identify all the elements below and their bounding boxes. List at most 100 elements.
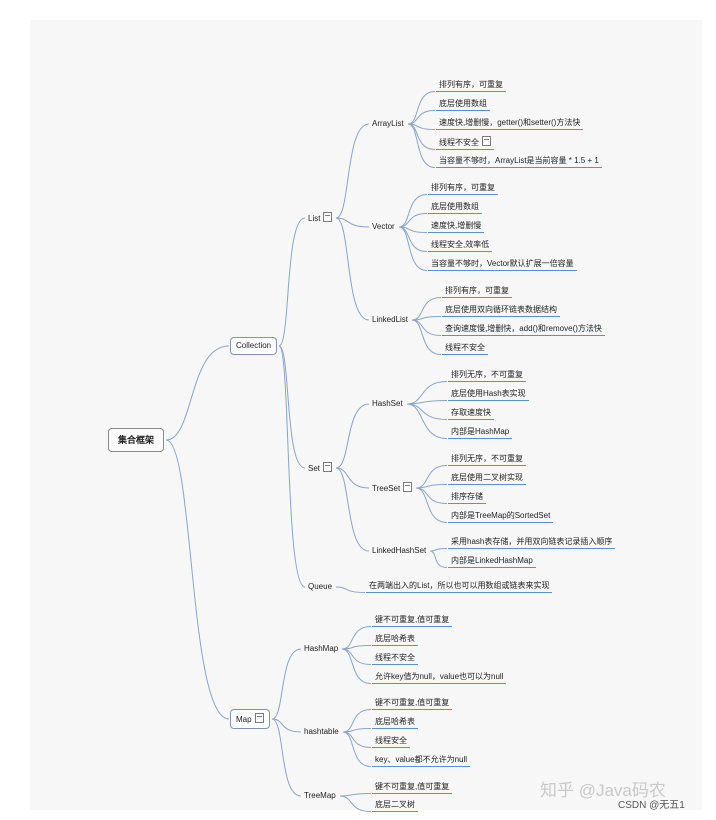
node-label: 线程安全,效率低 (431, 240, 490, 249)
leaf-node-ts3: 排序存储 (448, 492, 486, 504)
node-label: 底层哈希表 (375, 634, 415, 643)
node-label: 速度快,增删慢 (431, 221, 482, 230)
node-label: Queue (308, 582, 333, 591)
node-label: LinkedList (372, 315, 409, 324)
connector-hs1 (406, 381, 448, 405)
node-label: 存取速度快 (451, 408, 491, 417)
connector-hashmap (271, 648, 302, 720)
leaf-node-hs3: 存取速度快 (448, 408, 494, 420)
zhihu-watermark: 知乎 @Java码农 (540, 781, 666, 800)
connector-lhs1 (429, 548, 448, 552)
leaf-node-hm4: 允许key值为null，value也可以为null (372, 672, 507, 684)
note-icon (323, 212, 333, 222)
node-label: 内部是LinkedHashMap (451, 556, 533, 565)
note-icon (482, 136, 491, 146)
connector-ll4 (411, 319, 442, 355)
leaf-node-tm2: 底层二叉树 (372, 800, 418, 812)
leaf-node-lhs1: 采用hash表存储，并用双向链表记录插入顺序 (448, 537, 616, 549)
node-label: 排列有序，可重复 (431, 183, 495, 192)
connector-hs4 (406, 403, 448, 439)
leaf-node-al3: 速度快,增删慢，getter()和setter()方法快 (436, 118, 584, 130)
node-label: 当容量不够时，Vector默认扩展一倍容量 (431, 259, 574, 268)
node-label: 底层哈希表 (375, 717, 415, 726)
connector-treeset (335, 467, 370, 489)
note-icon (323, 462, 333, 472)
leaf-node-v3: 速度快,增删慢 (428, 221, 485, 233)
leaf-node-al5: 当容量不够时，ArrayList是当前容量 * 1.5 + 1 (436, 156, 602, 168)
branch-node-set: Set (306, 462, 334, 474)
leaf-node-hm1: 键不可重复,值可重复 (372, 615, 453, 627)
node-label: HashSet (372, 399, 403, 408)
node-label: HashMap (304, 644, 339, 653)
branch-node-list: List (306, 212, 334, 224)
connector-arraylist (335, 123, 370, 219)
connector-list (278, 217, 306, 347)
node-label: 键不可重复,值可重复 (375, 782, 450, 791)
node-label: Collection (236, 341, 272, 350)
node-label: 速度快,增删慢，getter()和setter()方法快 (439, 118, 581, 127)
node-label: 当容量不够时，ArrayList是当前容量 * 1.5 + 1 (439, 156, 599, 165)
node-label: 底层使用二叉树实现 (451, 473, 523, 482)
leaf-node-ll2: 底层使用双向循环链表数据结构 (442, 305, 560, 317)
node-label: 内部是TreeMap的SortedSet (451, 511, 551, 520)
root-node: 集合框架 (108, 428, 165, 452)
leaf-node-ts2: 底层使用二叉树实现 (448, 473, 526, 485)
leaf-node-hm2: 底层哈希表 (372, 634, 418, 646)
connector-tm2 (339, 795, 372, 812)
csdn-credit: CSDN @无五1 (618, 800, 685, 811)
leaf-node-al1: 排列有序，可重复 (436, 80, 506, 92)
node-label: 键不可重复,值可重复 (375, 698, 450, 707)
node-label: LinkedHashSet (372, 546, 427, 555)
node-label: Map (236, 715, 252, 724)
leaf-node-ht3: 线程安全 (372, 736, 410, 748)
node-label: 底层使用数组 (439, 99, 487, 108)
note-icon (254, 713, 264, 723)
leaf-node-lhs2: 内部是LinkedHashMap (448, 556, 536, 568)
branch-node-linkedlist: LinkedList (370, 315, 410, 325)
node-label: TreeSet (372, 484, 401, 493)
connector-ht4 (342, 731, 372, 767)
node-label: 采用hash表存储，并用双向链表记录插入顺序 (451, 537, 613, 546)
connector-hs2 (406, 400, 448, 405)
leaf-node-al4: 线程不安全 (436, 136, 494, 150)
leaf-node-ll4: 线程不安全 (442, 343, 488, 355)
leaf-node-hs4: 内部是HashMap (448, 427, 513, 439)
branch-node-treemap: TreeMap (302, 791, 338, 801)
node-label: 线程不安全 (445, 343, 485, 352)
connector-hm4 (341, 648, 372, 684)
connector-v2 (398, 213, 428, 228)
connector-ll1 (411, 297, 442, 321)
leaf-node-v5: 当容量不够时，Vector默认扩展一倍容量 (428, 259, 577, 271)
mindmap-background (30, 20, 702, 810)
connector-ts4 (415, 487, 448, 523)
connector-hashset (335, 403, 370, 469)
node-label: ArrayList (372, 119, 404, 128)
leaf-node-v2: 底层使用数组 (428, 202, 482, 214)
connector-set (278, 345, 306, 469)
connector-q1 (335, 586, 366, 593)
connector-ht2 (342, 728, 372, 733)
leaf-node-ts4: 内部是TreeMap的SortedSet (448, 511, 554, 523)
leaf-node-hm3: 线程不安全 (372, 653, 418, 665)
node-label: 排序存储 (451, 492, 483, 501)
leaf-node-hs2: 底层使用Hash表实现 (448, 389, 529, 401)
connector-linkedhashset (335, 467, 370, 552)
connector-v1 (398, 194, 428, 228)
connector-v5 (398, 226, 428, 271)
node-label: Vector (372, 222, 395, 231)
branch-node-vector: Vector (370, 222, 397, 232)
leaf-node-ll1: 排列有序，可重复 (442, 286, 512, 298)
connector-al1 (407, 91, 436, 125)
leaf-node-ll3: 查询速度慢,增删快，add()和remove()方法快 (442, 324, 605, 336)
connector-ts1 (415, 465, 448, 489)
node-label: 排列有序，可重复 (439, 80, 503, 89)
node-label: List (308, 214, 321, 223)
node-label: hashtable (304, 727, 339, 736)
node-label: 允许key值为null，value也可以为null (375, 672, 504, 681)
branch-node-arraylist: ArrayList (370, 119, 406, 129)
leaf-node-tm1: 键不可重复,值可重复 (372, 782, 453, 794)
leaf-node-ts1: 排列无序，不可重复 (448, 454, 526, 466)
branch-node-hashtable: hashtable (302, 727, 341, 737)
